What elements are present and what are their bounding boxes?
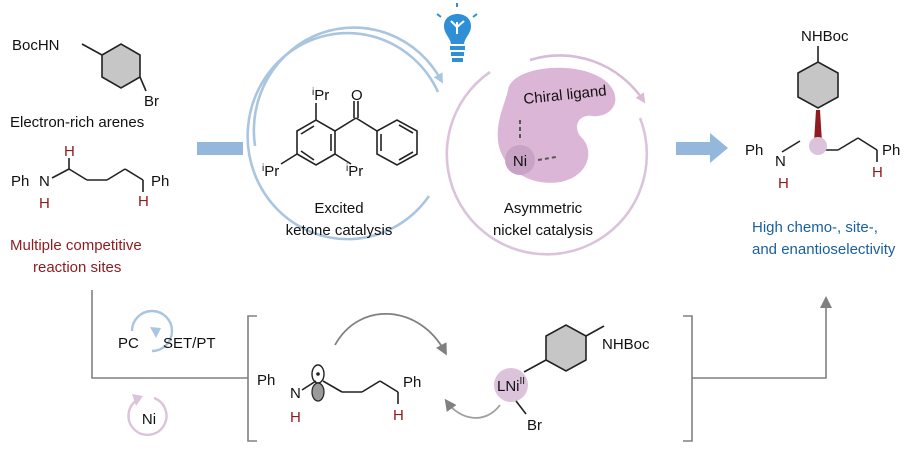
stereo-wedge bbox=[814, 110, 822, 142]
complex-nhboc-label: NHBoc bbox=[602, 336, 650, 353]
amine-ph-label: Ph bbox=[11, 173, 29, 190]
right-blue-arrow bbox=[676, 133, 728, 163]
pc-cycle-icon bbox=[130, 309, 174, 353]
ketone-caption-2: ketone catalysis bbox=[286, 222, 393, 239]
left-bracket bbox=[247, 315, 257, 442]
competitive-sites-caption-2: reaction sites bbox=[33, 259, 121, 276]
ipr-left-label: iPr bbox=[262, 163, 279, 180]
ipr-top-label: iPr bbox=[312, 87, 329, 104]
ipr-right-label: iPr bbox=[346, 163, 363, 180]
nickel-caption-1: Asymmetric bbox=[504, 200, 583, 217]
ni-cycle-icon bbox=[127, 394, 168, 436]
benzophenone-structure bbox=[280, 101, 418, 166]
mechanism-exit-arrow bbox=[692, 296, 832, 379]
product-nh-label: H bbox=[778, 175, 789, 192]
radical-ph-label: Ph bbox=[257, 372, 275, 389]
electron-rich-caption: Electron-rich arenes bbox=[10, 114, 144, 131]
product-ph-left-label: Ph bbox=[745, 142, 763, 159]
ni-complex-structure bbox=[515, 324, 605, 415]
radical-capture-arrow bbox=[334, 312, 447, 356]
nickel-cycle-ring bbox=[445, 70, 649, 256]
product-ph-right-label: Ph bbox=[882, 142, 900, 159]
ketone-oxygen-label: O bbox=[351, 87, 363, 104]
complex-br-label: Br bbox=[527, 417, 542, 434]
bromide-label: Br bbox=[144, 93, 159, 110]
product-nhboc-label: NHBoc bbox=[801, 28, 849, 45]
competitive-sites-caption-1: Multiple competitive bbox=[10, 237, 142, 254]
amine-ph-right-label: Ph bbox=[151, 173, 169, 190]
radical-orbital-bottom bbox=[311, 382, 325, 402]
amine-alpha-h-label: H bbox=[64, 143, 75, 160]
lightbulb-icon bbox=[436, 3, 478, 62]
product-structure bbox=[781, 46, 878, 162]
nickel-caption-2: nickel catalysis bbox=[493, 222, 593, 239]
ni-center bbox=[505, 145, 535, 175]
aryl-bromide-structure bbox=[81, 43, 147, 92]
stereocenter-marker bbox=[809, 137, 827, 155]
selectivity-caption-1: High chemo-, site-, bbox=[752, 219, 878, 236]
amine-structure bbox=[51, 158, 144, 192]
ni-label: Ni bbox=[513, 153, 527, 170]
left-blue-bar bbox=[197, 142, 243, 155]
ni-cycle-label: Ni bbox=[142, 411, 156, 428]
radical-intermediate-structure bbox=[301, 380, 399, 404]
product-benzylic-h-label: H bbox=[872, 164, 883, 181]
ketone-cycle-ring bbox=[246, 31, 440, 241]
radical-ph-right-label: Ph bbox=[403, 374, 421, 391]
pc-label: PC bbox=[118, 335, 139, 352]
radical-benzylic-h-label: H bbox=[393, 407, 404, 424]
reductive-elimination-arrow bbox=[444, 398, 501, 419]
ketone-cycle-arrow bbox=[252, 26, 443, 147]
amine-benzylic-h-label: H bbox=[138, 193, 149, 210]
mechanism-entry-line bbox=[91, 290, 248, 379]
radical-n-label: N bbox=[290, 385, 301, 402]
ligand-bond-dashed-2 bbox=[537, 156, 557, 161]
aryl-substituent-label: BocHN bbox=[12, 37, 60, 54]
nickel-cycle-arrow bbox=[529, 54, 646, 104]
lni-ii-label: LNiII bbox=[497, 376, 525, 395]
amine-nh-label: H bbox=[39, 195, 50, 212]
set-pt-label: SET/PT bbox=[163, 335, 216, 352]
radical-nh-label: H bbox=[290, 409, 301, 426]
selectivity-caption-2: and enantioselectivity bbox=[752, 241, 896, 258]
ketone-caption-1: Excited bbox=[314, 200, 363, 217]
ni-ii-center bbox=[494, 368, 528, 402]
amine-n-label: N bbox=[39, 173, 50, 190]
radical-dot bbox=[316, 372, 320, 376]
product-n-label: N bbox=[775, 153, 786, 170]
right-bracket bbox=[683, 315, 693, 442]
